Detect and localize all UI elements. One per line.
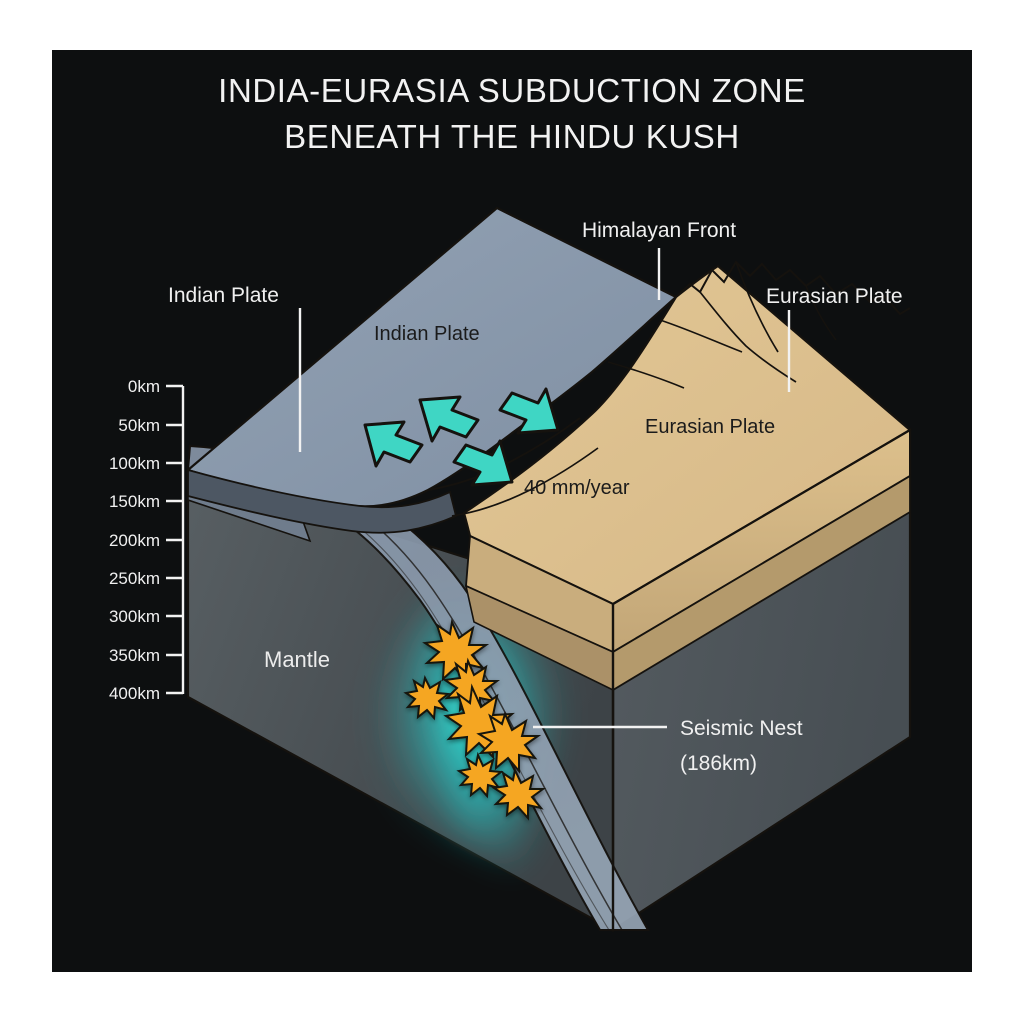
ridge-fold-2 [735,261,779,353]
depth-label-350km: 350km [109,646,160,665]
ridge-fold-5 [805,285,837,341]
label-seismic-nest-line2: (186km) [680,752,757,775]
label-indian-plate-surface: Indian Plate [374,323,480,345]
label-eurasian-plate-surface: Eurasian Plate [645,416,775,438]
himalayan-ridge-crest [675,260,911,316]
arrow-eurasian-1 [498,387,560,435]
ridge-fold-4 [607,361,685,389]
earthquake-star [422,618,490,684]
depth-label-100km: 100km [109,454,160,473]
depth-label-400km: 400km [109,684,160,703]
earthquake-star [403,675,451,721]
label-eurasian-plate-external: Eurasian Plate [766,285,903,308]
earthquake-star [491,766,547,821]
earthquake-star [456,751,504,799]
depth-label-50km: 50km [118,416,160,435]
arrow-indian-1 [418,395,480,443]
depth-label-300km: 300km [109,607,160,626]
eurasian-plate-top [462,264,912,606]
depth-label-200km: 200km [109,531,160,550]
depth-axis: 0km 50km 100km 150km 200km 250km 300km 3… [109,377,185,703]
ridge-fold-1 [699,291,797,383]
title-line-1: INDIA-EURASIA SUBDUCTION ZONE [218,72,806,109]
label-indian-plate-external: Indian Plate [168,284,279,307]
title-line-2: BENEATH THE HINDU KUSH [284,118,740,155]
depth-label-0km: 0km [128,377,160,396]
arrow-eurasian-2 [452,439,514,487]
label-seismic-nest-line1: Seismic Nest [680,717,803,740]
depth-label-250km: 250km [109,569,160,588]
arrow-indian-2 [363,420,424,468]
earthquake-star [443,683,515,760]
label-himalayan-front: Himalayan Front [582,219,736,242]
seismic-nest-cluster [403,618,547,821]
mantle-top-edge [612,429,911,605]
depth-label-150km: 150km [109,492,160,511]
earthquake-star [476,711,542,774]
label-convergence-rate: 40 mm/year [524,477,630,499]
convergence-arrows [363,387,560,487]
label-mantle: Mantle [264,647,330,672]
collision-boundary-2 [451,447,599,517]
ridge-fold-3 [659,319,743,353]
